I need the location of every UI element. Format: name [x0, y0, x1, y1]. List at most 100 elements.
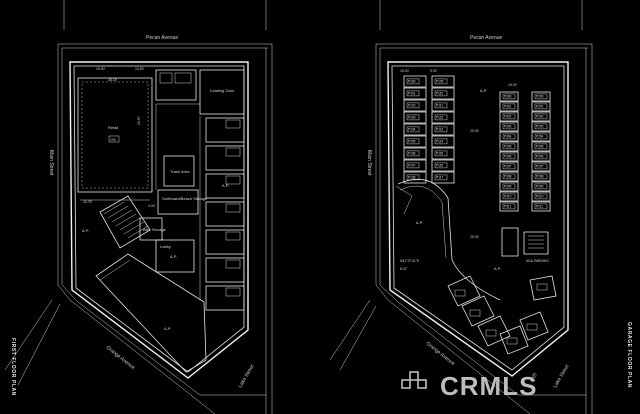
stall-label: P101 — [408, 92, 416, 96]
parking-stall — [499, 91, 519, 102]
ap-label-lobby: A.P. — [170, 254, 177, 259]
stall-tag — [434, 102, 448, 109]
stall-label: P304 — [504, 135, 512, 139]
street-lines-left — [4, 0, 273, 414]
dim-3: 48.15' — [108, 78, 117, 82]
ap-label-right: A.P. — [222, 183, 229, 188]
parking-stall — [531, 151, 551, 162]
stall-label: P108 — [408, 176, 416, 180]
parking-stall — [531, 111, 551, 122]
stall-tag — [502, 193, 516, 200]
stall-tag — [534, 113, 548, 120]
stall-label: P309 — [504, 185, 512, 189]
stall-label: P113 — [436, 128, 443, 132]
ap-label-bottom: A.P. — [164, 326, 171, 331]
stall-label: P206 — [536, 155, 544, 159]
stall-label: P106 — [408, 152, 416, 156]
parking-stall — [499, 141, 519, 152]
ap-label-garage-top: A.P. — [480, 88, 487, 93]
stall-tag — [502, 173, 516, 180]
parking-stall — [403, 147, 427, 160]
first-floor-title: FIRST FLOOR PLAN — [10, 338, 16, 396]
stall-label: P210 — [536, 195, 544, 199]
parking-stall — [403, 171, 427, 184]
stall-tag — [406, 150, 420, 157]
stall-tag — [434, 150, 448, 157]
watermark-text: CRMLS — [440, 371, 537, 401]
street-lines-right — [329, 0, 593, 414]
parking-stall — [431, 87, 455, 100]
stall-tag — [434, 114, 448, 121]
stall-label: P303 — [504, 125, 512, 129]
stall-tag — [406, 102, 420, 109]
stall-tag — [534, 193, 548, 200]
parking-stall — [499, 191, 519, 202]
street-label-pecan: Pecan Avenue — [146, 35, 178, 41]
stall-label: P305 — [504, 145, 512, 149]
stall-label: P204 — [536, 135, 544, 139]
stall-tag — [406, 114, 420, 121]
lobby-label: Lobby — [160, 244, 171, 249]
parking-stall — [431, 171, 455, 184]
stall-tag — [406, 138, 420, 145]
stall-label: P211 — [536, 205, 543, 209]
stall-tag — [534, 153, 548, 160]
stall-label: P117 — [436, 176, 443, 180]
street-label-pecan-2: Pecan Avenue — [470, 35, 502, 41]
parking-stall — [431, 123, 455, 136]
stall-label: P302 — [504, 115, 512, 119]
parking-stall — [531, 181, 551, 192]
stall-tag — [534, 143, 548, 150]
stall-tag — [434, 126, 448, 133]
stall-tag — [502, 103, 516, 110]
right-units — [205, 117, 245, 311]
parking-stall — [431, 111, 455, 124]
stall-label: P308 — [504, 175, 512, 179]
parking-stall — [499, 161, 519, 172]
surfboard-storage-label: Surfboard/Beach Storage — [162, 196, 208, 201]
stall-label: P200 — [536, 95, 544, 99]
parking-stall — [531, 171, 551, 182]
parking-stall — [499, 111, 519, 122]
parking-stall — [403, 159, 427, 172]
stall-tag — [502, 203, 516, 210]
g-dim-2: 9.00' — [430, 69, 438, 73]
stall-label: P110 — [436, 92, 443, 96]
parking-stall — [403, 75, 427, 88]
street-label-main: Main Street — [48, 150, 54, 176]
loading-zone-label: Loading Zone — [210, 88, 235, 93]
stall-label: P207 — [536, 165, 544, 169]
garage-floor-title: GARAGE FLOOR PLAN — [626, 322, 632, 388]
stall-label: P205 — [536, 145, 544, 149]
parking-stall — [531, 131, 551, 142]
parking-stall — [403, 111, 427, 124]
stall-label: P116 — [436, 164, 443, 168]
retail-number: 100 — [110, 138, 116, 142]
parking-stall — [531, 121, 551, 132]
parking-stall — [531, 191, 551, 202]
stall-label: P105 — [408, 140, 416, 144]
ap-label-left: A.P. — [82, 228, 89, 233]
survey-distance: 8.47' — [400, 267, 408, 271]
stall-tag — [502, 183, 516, 190]
stall-tag — [406, 78, 420, 85]
dim-5: 4.00' — [148, 204, 156, 208]
stall-tag — [534, 203, 548, 210]
parking-stall — [499, 201, 519, 212]
stall-label: P107 — [408, 164, 416, 168]
parking-stall — [499, 171, 519, 182]
stall-tag — [434, 138, 448, 145]
stall-tag — [406, 90, 420, 97]
parking-stall — [531, 101, 551, 112]
first-floor-plan: Pecan Avenue Main Street Orange Avenue L… — [4, 0, 273, 414]
parking-stall — [431, 135, 455, 148]
stall-label: P111 — [436, 104, 443, 108]
crmls-watermark: CRMLS ® — [401, 371, 537, 401]
stall-tag — [434, 90, 448, 97]
stall-label: P201 — [536, 105, 544, 109]
stall-tag — [534, 163, 548, 170]
building-outline-first-floor — [69, 61, 249, 379]
parking-stall — [431, 75, 455, 88]
parking-stall — [531, 141, 551, 152]
parking-stall — [431, 99, 455, 112]
